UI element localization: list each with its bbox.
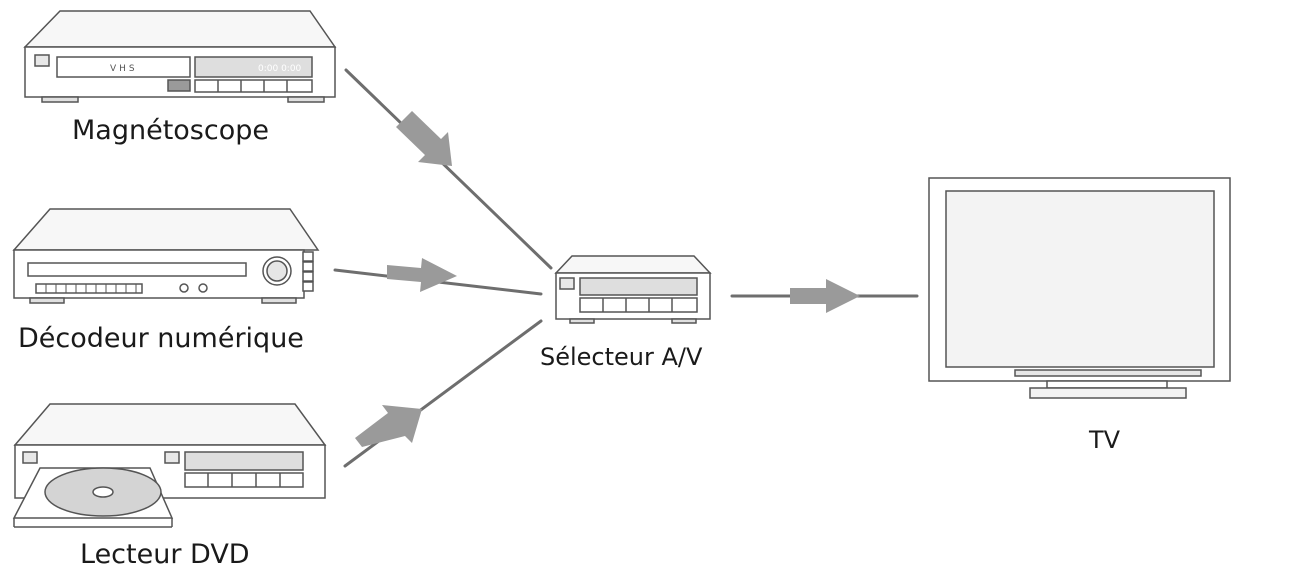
arrow-selector-to-tv <box>790 279 860 313</box>
vcr-device <box>23 10 337 103</box>
selector-label: Sélecteur A/V <box>540 343 703 371</box>
vcr-label: Magnétoscope <box>72 115 269 146</box>
line-dvd-to-selector <box>343 319 543 468</box>
arrow-dvd-to-selector <box>355 405 422 447</box>
tv-device <box>928 177 1231 399</box>
dvd-label: Lecteur DVD <box>80 539 250 570</box>
decoder-device <box>12 208 320 304</box>
vcr-tape-text: VHS <box>110 64 138 74</box>
connection-arrows <box>355 111 860 447</box>
decoder-button-strip <box>45 284 137 293</box>
arrow-decoder-to-selector <box>387 258 457 292</box>
arrow-vcr-to-selector <box>396 111 452 166</box>
dvd-device <box>12 403 327 528</box>
vcr-display-text: 0:00 0:00 <box>258 64 302 74</box>
av-selector-device <box>554 255 712 324</box>
tv-label: TV <box>1089 426 1121 454</box>
line-vcr-to-selector <box>344 68 553 270</box>
decoder-label: Décodeur numérique <box>18 323 304 354</box>
